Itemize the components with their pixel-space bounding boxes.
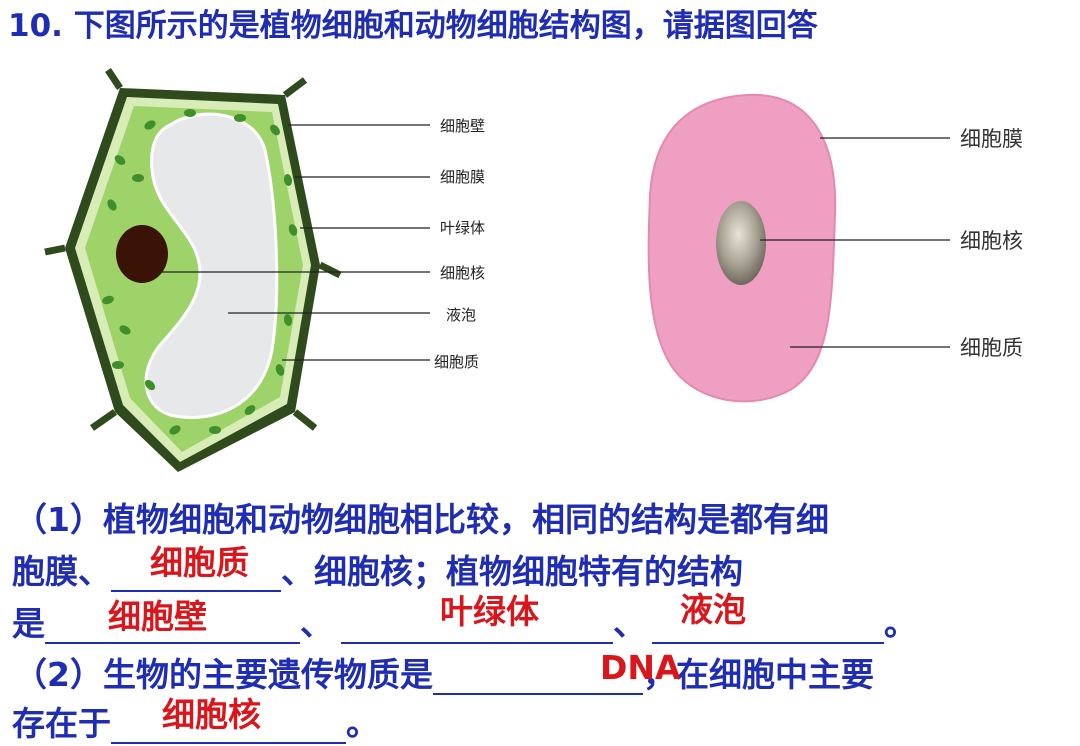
part1-line2: 胞膜、 、细胞核；植物细胞特有的结构	[12, 552, 743, 592]
animal-label-cytoplasm: 细胞质	[960, 336, 1023, 360]
blank-2[interactable]	[45, 608, 300, 644]
plant-nucleus	[116, 225, 168, 283]
part2-end: 。	[346, 704, 379, 743]
plant-cell: 细胞壁 细胞膜 叶绿体 细胞核 液泡 细胞质	[44, 68, 485, 472]
part1-sep-2: 、	[613, 604, 646, 643]
part2-text-b: ，在细胞中主要	[642, 655, 874, 694]
blank-1[interactable]	[111, 556, 281, 592]
plant-label-vacuole: 液泡	[446, 306, 476, 324]
part1-text-a: 胞膜、	[12, 552, 111, 591]
plant-label-nucleus: 细胞核	[440, 264, 485, 282]
part2-line1: （2）生物的主要遗传物质是 ，在细胞中主要	[14, 655, 874, 695]
chloroplasts	[102, 109, 298, 435]
blank-3[interactable]	[341, 608, 613, 644]
animal-label-nucleus: 细胞核	[960, 229, 1023, 253]
animal-nucleus	[716, 201, 766, 285]
part2-text-c: 存在于	[12, 704, 111, 743]
part1-text-c: 是	[12, 604, 45, 643]
plant-label-cytoplasm: 细胞质	[434, 353, 479, 371]
cell-diagram: 细胞壁 细胞膜 叶绿体 细胞核 液泡 细胞质 细胞膜 细胞核 细胞质	[44, 68, 1023, 472]
part2-line2: 存在于 。	[12, 704, 379, 744]
answer-1: 细胞质	[150, 543, 249, 582]
animal-cell: 细胞膜 细胞核 细胞质	[647, 93, 1023, 403]
part1-end: 。	[884, 604, 917, 643]
answer-4: 液泡	[680, 590, 746, 629]
part1-sep-1: 、	[300, 604, 333, 643]
animal-label-cell-membrane: 细胞膜	[960, 127, 1023, 151]
plant-label-chloroplast: 叶绿体	[440, 219, 485, 237]
blank-5[interactable]	[432, 659, 643, 695]
part1-line3: 是 、 、 。	[12, 604, 917, 644]
answer-3: 叶绿体	[440, 592, 539, 631]
plant-label-cell-membrane: 细胞膜	[440, 168, 485, 186]
blank-4[interactable]	[652, 608, 884, 644]
part1-text-b: 、细胞核；植物细胞特有的结构	[281, 552, 743, 591]
plant-label-cell-wall: 细胞壁	[440, 117, 485, 135]
question-title: 10. 下图所示的是植物细胞和动物细胞结构图，请据图回答	[8, 8, 818, 44]
part2-text-a: （2）生物的主要遗传物质是	[14, 655, 433, 694]
answer-5: DNA	[600, 648, 681, 687]
answer-2: 细胞壁	[108, 597, 207, 636]
part1-line1: （1）植物细胞和动物细胞相比较，相同的结构是都有细	[14, 500, 829, 539]
plant-vacuole	[144, 112, 279, 419]
blank-6[interactable]	[111, 708, 346, 744]
answer-6: 细胞核	[162, 695, 261, 734]
